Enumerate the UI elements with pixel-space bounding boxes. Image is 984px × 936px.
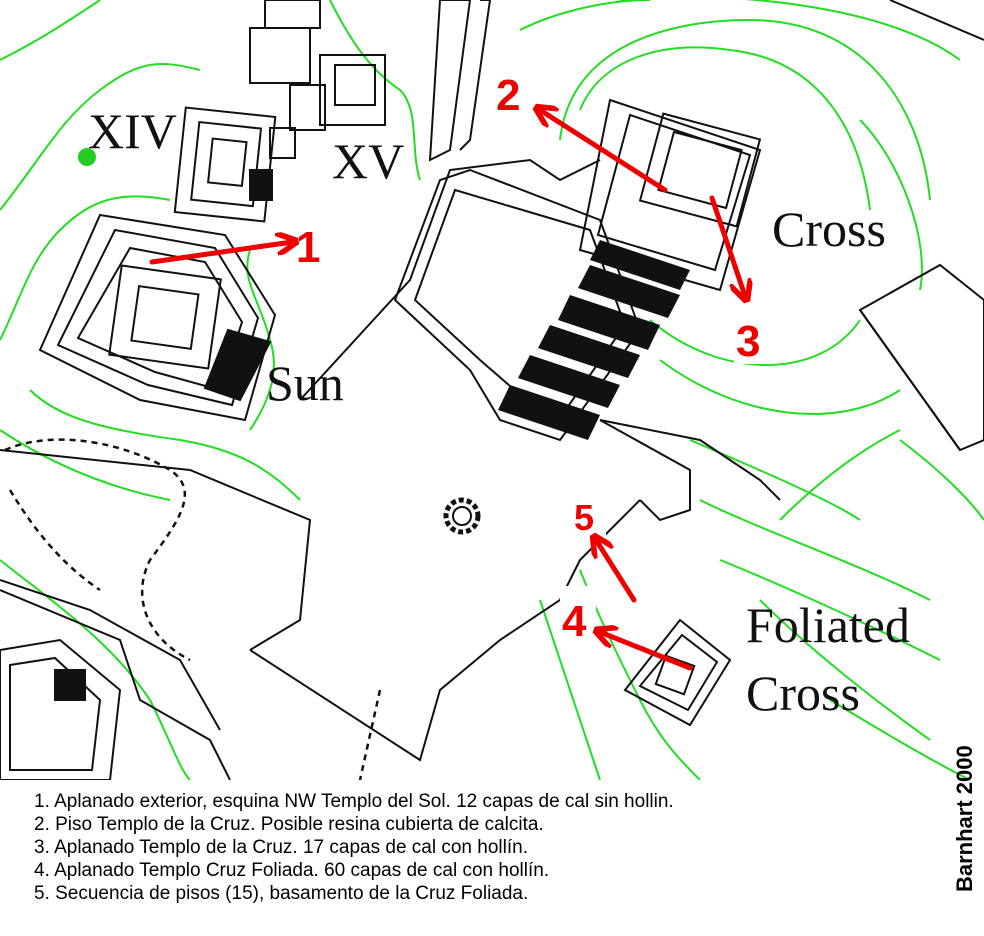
credit-text: Barnhart 2000 bbox=[952, 745, 977, 892]
arrow-3 bbox=[709, 195, 745, 296]
central-altar bbox=[443, 497, 481, 535]
plaza-outline bbox=[0, 0, 781, 780]
dashed-paths bbox=[4, 438, 382, 780]
southwest-building bbox=[0, 638, 122, 780]
legend-item-5: 5. Secuencia de pisos (15), basamento de… bbox=[34, 883, 529, 904]
site-map: XIV XV Sun Cross Foliated Cross 1 2 3 5 … bbox=[0, 0, 984, 780]
green-point-marker bbox=[78, 148, 96, 166]
east-building bbox=[858, 0, 984, 452]
label-foliated: Foliated bbox=[746, 597, 910, 653]
arrow-1 bbox=[149, 242, 292, 265]
legend-item-2: 2. Piso Templo de la Cruz. Posible resin… bbox=[34, 814, 544, 835]
label-foliated-cross: Cross bbox=[746, 665, 860, 721]
temple-of-the-sun bbox=[38, 213, 277, 422]
legend-item-3: 3. Aplanado Templo de la Cruz. 17 capas … bbox=[34, 837, 528, 858]
number-backgrounds bbox=[494, 64, 770, 642]
temple-xiv bbox=[173, 106, 277, 223]
arrow-5 bbox=[596, 540, 637, 603]
cross-stairway bbox=[498, 240, 690, 440]
contour-lines bbox=[0, 0, 984, 780]
label-xv: XV bbox=[332, 133, 404, 189]
red-arrows bbox=[149, 110, 745, 671]
temple-xv bbox=[249, 0, 386, 159]
arrow-4 bbox=[600, 632, 693, 671]
legend: 1. Aplanado exterior, esquina NW Templo … bbox=[34, 790, 934, 905]
temple-of-the-foliated-cross bbox=[623, 618, 732, 727]
marker-1: 1 bbox=[296, 223, 320, 272]
marker-2: 2 bbox=[496, 71, 520, 120]
label-sun: Sun bbox=[266, 355, 344, 411]
marker-5: 5 bbox=[574, 497, 594, 538]
marker-4: 4 bbox=[562, 597, 587, 646]
arrow-2 bbox=[540, 110, 668, 193]
label-cross: Cross bbox=[772, 201, 886, 257]
legend-item-1: 1. Aplanado exterior, esquina NW Templo … bbox=[34, 791, 674, 812]
marker-3: 3 bbox=[736, 317, 760, 366]
legend-item-4: 4. Aplanado Templo Cruz Foliada. 60 capa… bbox=[34, 860, 550, 881]
label-xiv: XIV bbox=[88, 103, 177, 159]
